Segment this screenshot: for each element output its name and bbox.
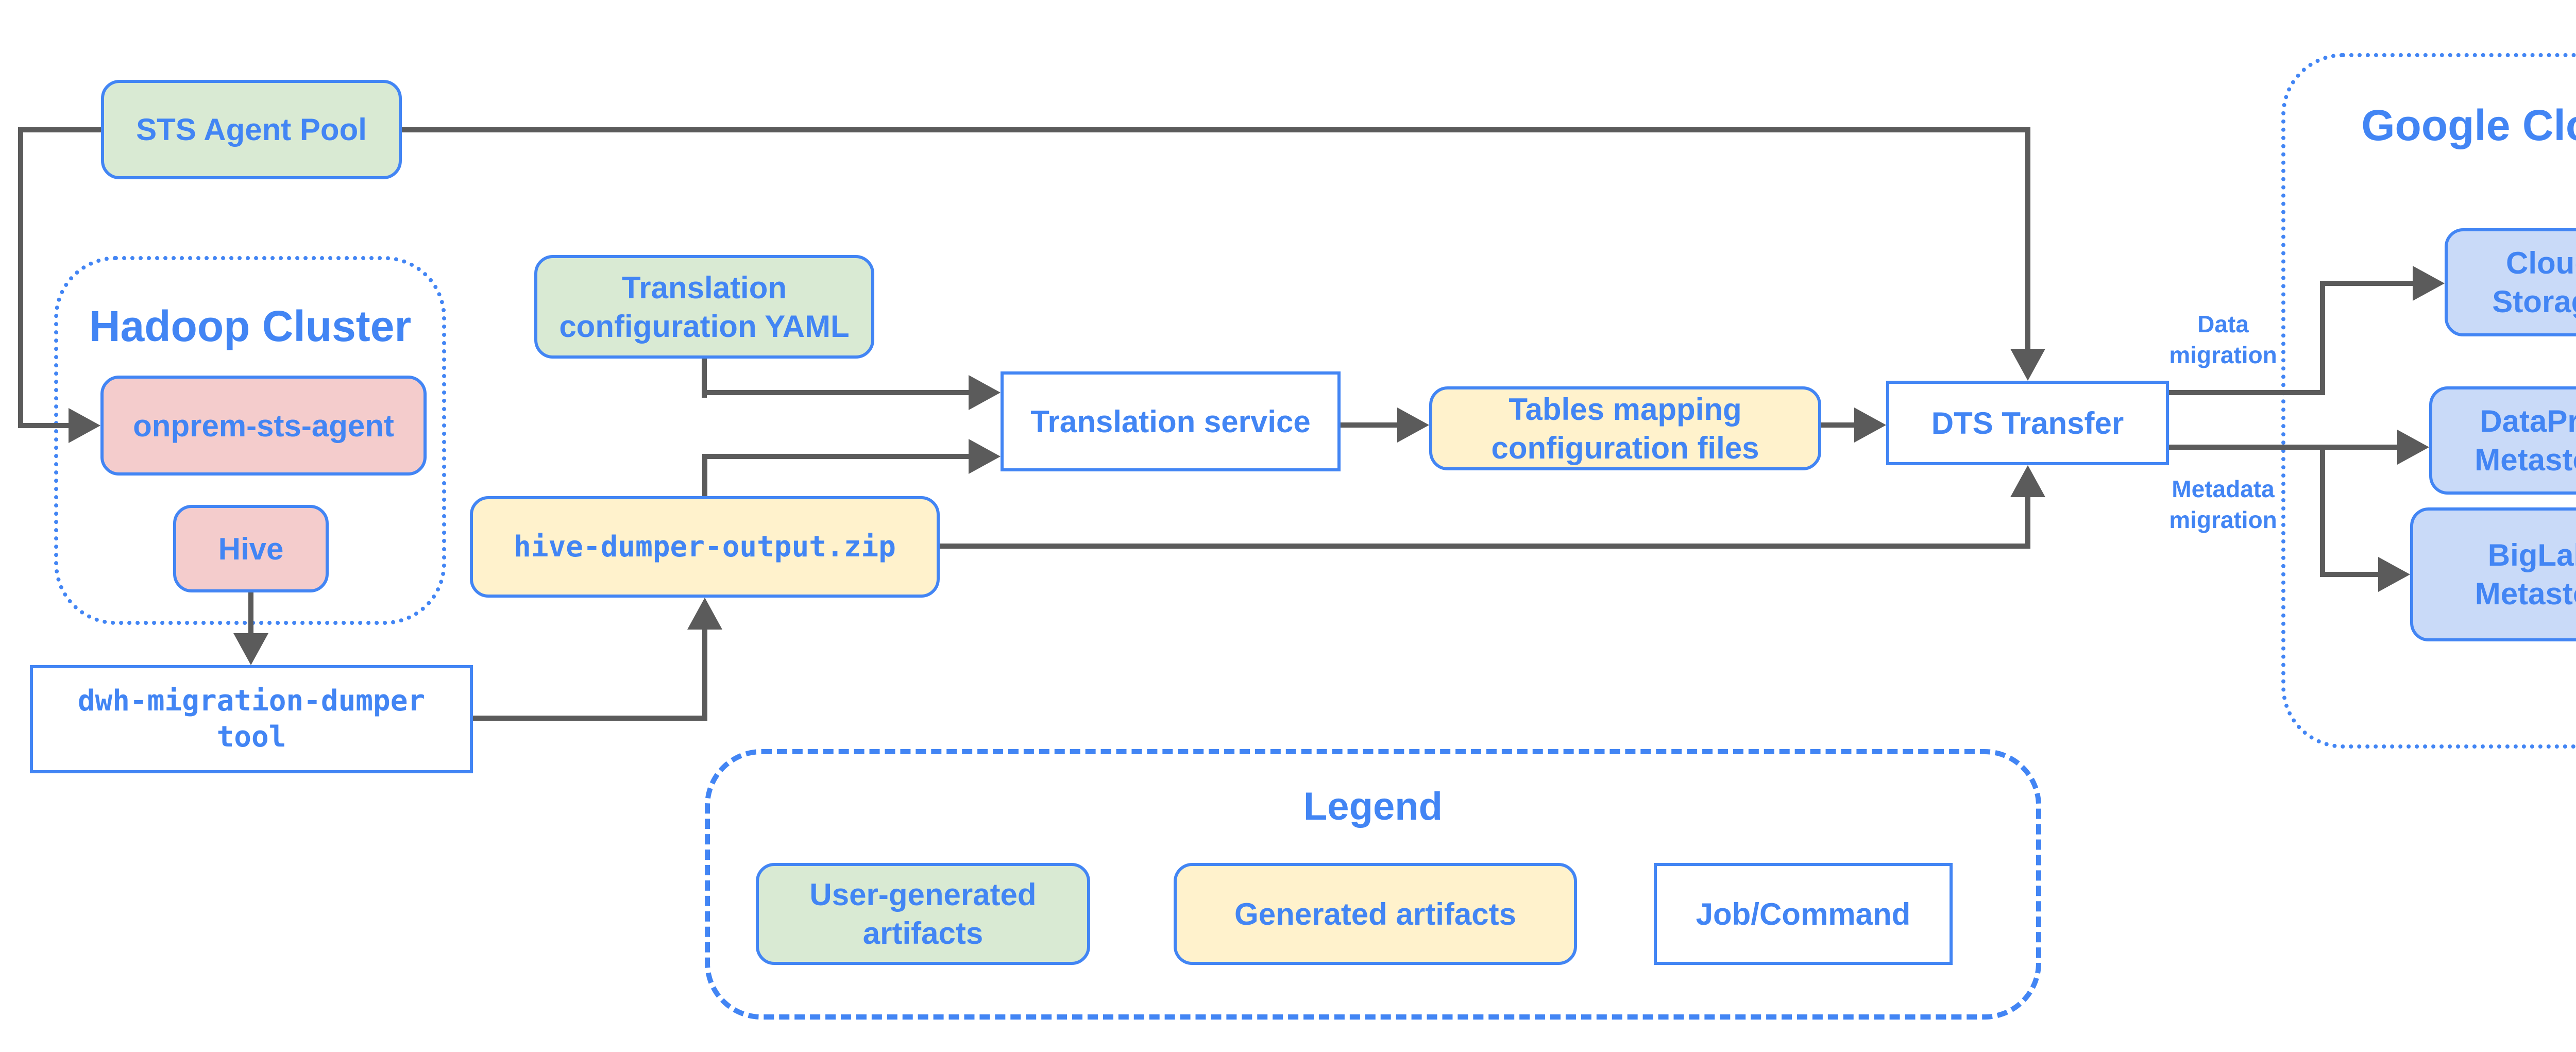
connector-sts-left-top — [18, 127, 101, 132]
arrowhead-into-dataproc — [2397, 430, 2429, 465]
arrowhead-into-biglake — [2378, 557, 2410, 592]
metadata-migration-label: Metadata migration — [2115, 474, 2331, 536]
connector-zip-to-dts-horizontal — [940, 544, 2030, 549]
connector-ts-to-tables — [1341, 422, 1400, 428]
legend-user-generated-line1: User-generated — [809, 877, 1037, 912]
onprem-sts-agent-label: onprem-sts-agent — [133, 408, 394, 443]
node-translation-service: Translation service — [1001, 371, 1341, 471]
connector-into-biglake — [2320, 572, 2381, 577]
legend-item-user-generated-artifacts: User-generated artifacts — [756, 863, 1090, 965]
data-migration-label: Data migration — [2115, 309, 2331, 371]
node-hive-dumper-output-zip: hive-dumper-output.zip — [470, 496, 940, 598]
hive-label: Hive — [218, 531, 284, 566]
cloud-storage-label-line1: Cloud — [2506, 246, 2576, 280]
node-hive: Hive — [173, 505, 329, 592]
translation-yaml-label-line2: configuration YAML — [559, 309, 850, 344]
connector-hive-to-dumper — [248, 590, 253, 636]
connector-dts-metadata-horizontal — [2169, 445, 2399, 450]
connector-sts-left-vertical — [18, 127, 23, 428]
hive-dumper-output-label: hive-dumper-output.zip — [514, 530, 896, 564]
connector-sts-to-dts-vertical — [2025, 127, 2030, 352]
dataproc-metastore-label-line1: DataProc — [2480, 404, 2576, 438]
dts-transfer-label: DTS Transfer — [1931, 405, 2124, 440]
data-migration-label-line1: Data — [2197, 311, 2249, 337]
legend-user-generated-line2: artifacts — [862, 916, 984, 951]
google-cloud-title: Google Cloud — [2361, 101, 2576, 149]
connector-into-cloud-storage — [2320, 281, 2415, 286]
legend-item-job-command: Job/Command — [1654, 863, 1953, 965]
data-migration-label-line2: migration — [2169, 341, 2277, 368]
connector-zip-to-dts-vertical — [2025, 495, 2030, 549]
dwh-migration-dumper-label-line1: dwh-migration-dumper — [77, 684, 426, 718]
arrowhead-into-hive-zip — [687, 598, 722, 630]
translation-service-label: Translation service — [1030, 404, 1311, 439]
sts-agent-pool-label: STS Agent Pool — [136, 112, 367, 147]
node-tables-mapping-configuration-files: Tables mapping configuration files — [1429, 386, 1821, 470]
arrowhead-into-dumper-tool — [233, 633, 268, 665]
connector-yaml-horizontal — [702, 390, 971, 395]
node-cloud-storage: Cloud Storage — [2445, 228, 2576, 336]
connector-dts-data-vertical — [2320, 281, 2325, 395]
node-sts-agent-pool: STS Agent Pool — [101, 80, 402, 179]
connector-dumper-out-vertical — [702, 627, 707, 721]
dataproc-metastore-label-line2: Metastore — [2475, 443, 2576, 477]
connector-zip-up-vertical — [702, 454, 707, 500]
connector-tables-to-dts — [1821, 422, 1857, 428]
metadata-migration-label-line2: migration — [2169, 506, 2277, 533]
arrowhead-into-onprem-sts-agent — [69, 408, 100, 443]
connector-sts-to-onprem — [18, 423, 72, 428]
connector-zip-up-horizontal — [702, 454, 971, 459]
connector-dumper-out-horizontal — [473, 716, 707, 721]
translation-yaml-label-line1: Translation — [621, 270, 787, 305]
node-biglake-metastore: BigLake Metastore — [2410, 507, 2576, 641]
tables-mapping-label-line1: Tables mapping — [1509, 392, 1742, 427]
node-dataproc-metastore: DataProc Metastore — [2429, 386, 2576, 495]
node-onprem-sts-agent: onprem-sts-agent — [100, 376, 427, 476]
legend-job-command-line1: Job/Command — [1696, 896, 1911, 931]
arrowhead-into-cloud-storage — [2413, 266, 2445, 301]
legend-group — [705, 749, 2041, 1020]
legend-item-generated-artifacts: Generated artifacts — [1174, 863, 1577, 965]
connector-metadata-branch-vertical — [2320, 445, 2325, 577]
arrowhead-yaml-into-translation-service — [969, 375, 1001, 410]
node-translation-configuration-yaml: Translation configuration YAML — [534, 255, 874, 359]
cloud-storage-label-line2: Storage — [2492, 284, 2576, 319]
google-cloud-group — [2281, 53, 2576, 749]
hadoop-cluster-title: Hadoop Cluster — [89, 302, 412, 350]
arrowhead-into-tables-mapping — [1397, 408, 1429, 443]
arrowhead-into-dts-top — [2010, 349, 2045, 381]
biglake-metastore-label-line1: BigLake — [2487, 538, 2576, 572]
connector-sts-to-dts-horizontal — [402, 127, 2030, 132]
legend-generated-line1: Generated artifacts — [1234, 896, 1516, 931]
legend-title: Legend — [1303, 785, 1443, 828]
biglake-metastore-label-line2: Metastore — [2475, 576, 2576, 611]
connector-dts-data-horizontal — [2169, 390, 2325, 395]
arrowhead-into-dts-left — [1854, 408, 1886, 443]
arrowhead-zip-into-translation-service — [969, 439, 1001, 474]
node-dwh-migration-dumper-tool: dwh-migration-dumper tool — [30, 665, 473, 773]
node-dts-transfer: DTS Transfer — [1886, 381, 2169, 465]
metadata-migration-label-line1: Metadata — [2172, 476, 2275, 502]
connector-yaml-vertical — [702, 359, 707, 398]
arrowhead-into-dts-bottom — [2010, 465, 2045, 497]
tables-mapping-label-line2: configuration files — [1491, 430, 1759, 465]
dwh-migration-dumper-label-line2: tool — [216, 720, 286, 754]
